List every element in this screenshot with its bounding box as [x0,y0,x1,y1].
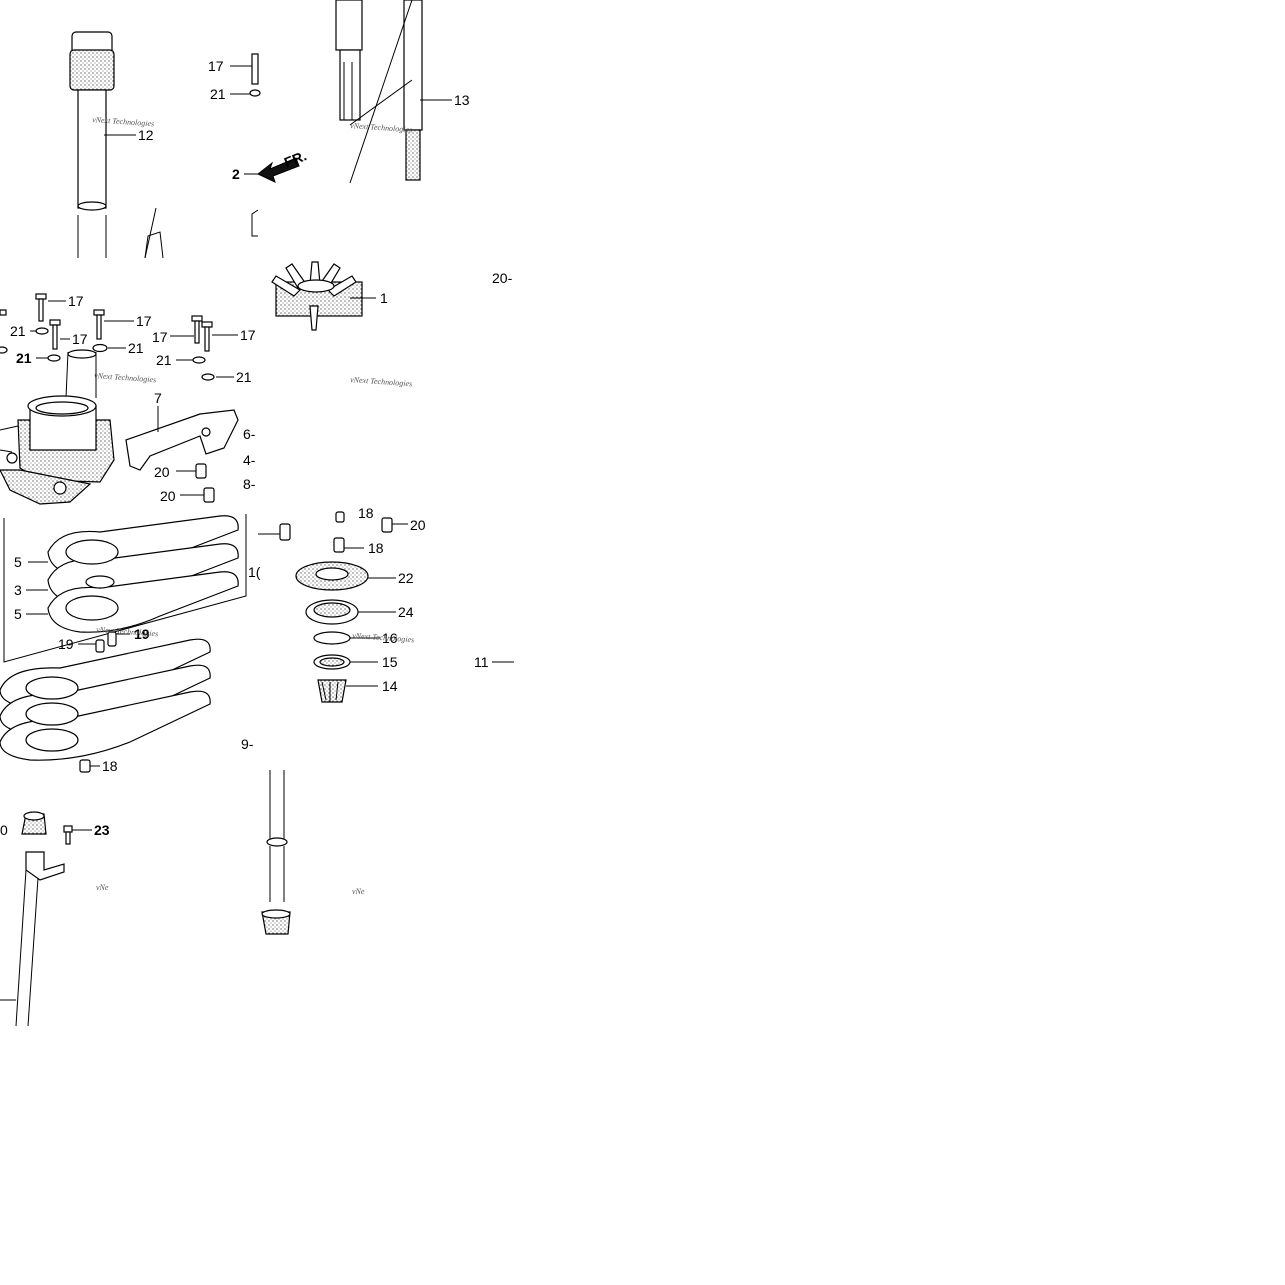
callout-19: 19 [134,626,150,642]
callout-17: 17 [136,313,152,329]
watermark: vNext Technologies [350,121,413,134]
watermark: vNext Technologies [94,371,157,384]
bolt-17-top [249,53,261,97]
callout-8: 8- [243,476,256,492]
callout-4: 4- [243,452,256,468]
callout-5: 5 [14,606,22,622]
bearing-stack [295,511,369,703]
watermark: vNext Technologies [92,115,155,128]
callout-18-partial: 18 [358,505,374,521]
callout-21: 21 [16,350,32,366]
pump-housing [0,349,115,505]
direction-label: FR. [282,147,309,170]
callout-3: 3 [14,582,22,598]
collar-group-20 [195,463,393,541]
callout-12: 12 [138,127,154,143]
dowel-pins-19 [95,631,117,653]
callout-16: 16 [382,630,398,646]
callout-1: 1 [380,290,388,306]
callout-5: 5 [14,554,22,570]
callout-17: 17 [240,327,256,343]
callout-labels: 17 21 12 13 2 20- 1 17 21 17 17 17 17 21… [0,58,513,838]
callout-17: 17 [72,331,88,347]
callout-13: 13 [454,92,470,108]
callout-21: 21 [10,323,26,339]
callout-20-right: 20- [492,270,513,286]
part-fragment [251,209,259,237]
part-12-tube [69,31,164,259]
watermark: vNext Technologies [96,625,159,638]
watermark: vNext Technologies [352,631,415,644]
gasket-stack-upper [3,514,247,663]
watermarks: vNext Technologies vNext Technologies vN… [92,115,415,896]
lower-shaft-left [15,811,73,1027]
lower-shaft-center [261,770,291,935]
callout-17: 17 [68,293,84,309]
watermark-partial: vNe [96,883,109,892]
callout-2: 2 [232,166,240,182]
callout-20: 20 [160,488,176,504]
gasket-stack-lower [0,638,211,773]
part-7-bracket [125,409,239,471]
watermark: vNext Technologies [350,375,413,388]
callout-19: 19 [58,636,74,652]
callout-21: 21 [210,86,226,102]
watermark-partial: vNe [352,887,365,896]
callout-14: 14 [382,678,398,694]
callout-11: 11 [474,654,489,670]
direction-arrow: FR. [257,147,309,183]
part-1-impeller [271,261,363,331]
callout-20: 20 [154,464,170,480]
callout-23: 23 [94,822,110,838]
callout-9: 9- [241,736,254,752]
leader-lines [0,65,514,1001]
callout-20-partial: 0 [0,822,8,838]
callout-6: 6- [243,426,256,442]
callout-7: 7 [154,390,162,406]
callout-18: 18 [368,540,384,556]
callout-17: 17 [208,58,224,74]
callout-21: 21 [236,369,252,385]
callout-24: 24 [398,604,414,620]
bolt-group-17 [0,293,213,352]
callout-21: 21 [128,340,144,356]
callout-22: 22 [398,570,414,586]
callout-20: 20 [410,517,426,533]
part-13-driveshaft [335,0,423,184]
callout-21: 21 [156,352,172,368]
callout-17: 17 [152,329,168,345]
callout-10: 1( [248,564,261,580]
callout-15: 15 [382,654,398,670]
callout-18: 18 [102,758,118,774]
